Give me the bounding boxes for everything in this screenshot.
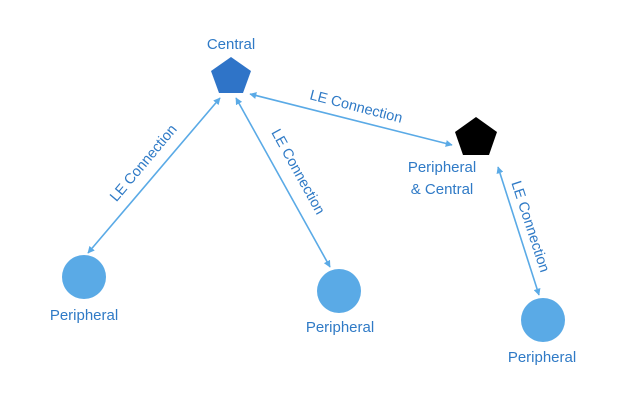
central-node: Central [207, 36, 255, 93]
peripheral-circle-icon [62, 255, 106, 299]
peripheral-middle-node: Peripheral [306, 269, 374, 336]
central-pentagon-icon [211, 57, 251, 93]
peripheral-circle-icon [317, 269, 361, 313]
connection-line [496, 166, 541, 296]
hybrid-node: Peripheral & Central [408, 117, 497, 198]
central-label: Central [207, 36, 255, 53]
hybrid-label-line1: Peripheral [408, 159, 476, 176]
peripheral-right-label: Peripheral [508, 349, 576, 366]
edge-label: LE Connection [107, 122, 180, 205]
edge-hybrid-to-right-peripheral: LE Connection [496, 166, 552, 296]
peripheral-left-node: Peripheral [50, 255, 118, 324]
peripheral-right-node: Peripheral [508, 298, 576, 366]
edge-central-to-middle-peripheral: LE Connection [235, 97, 331, 268]
edge-label: LE Connection [507, 179, 552, 274]
hybrid-label-line2: & Central [411, 181, 474, 198]
connection-line [87, 97, 221, 254]
edge-central-to-left-peripheral: LE Connection [87, 97, 221, 254]
connection-line [235, 97, 331, 268]
peripheral-circle-icon [521, 298, 565, 342]
peripheral-left-label: Peripheral [50, 307, 118, 324]
connection-line [249, 92, 453, 147]
hybrid-pentagon-icon [455, 117, 497, 155]
peripheral-middle-label: Peripheral [306, 319, 374, 336]
